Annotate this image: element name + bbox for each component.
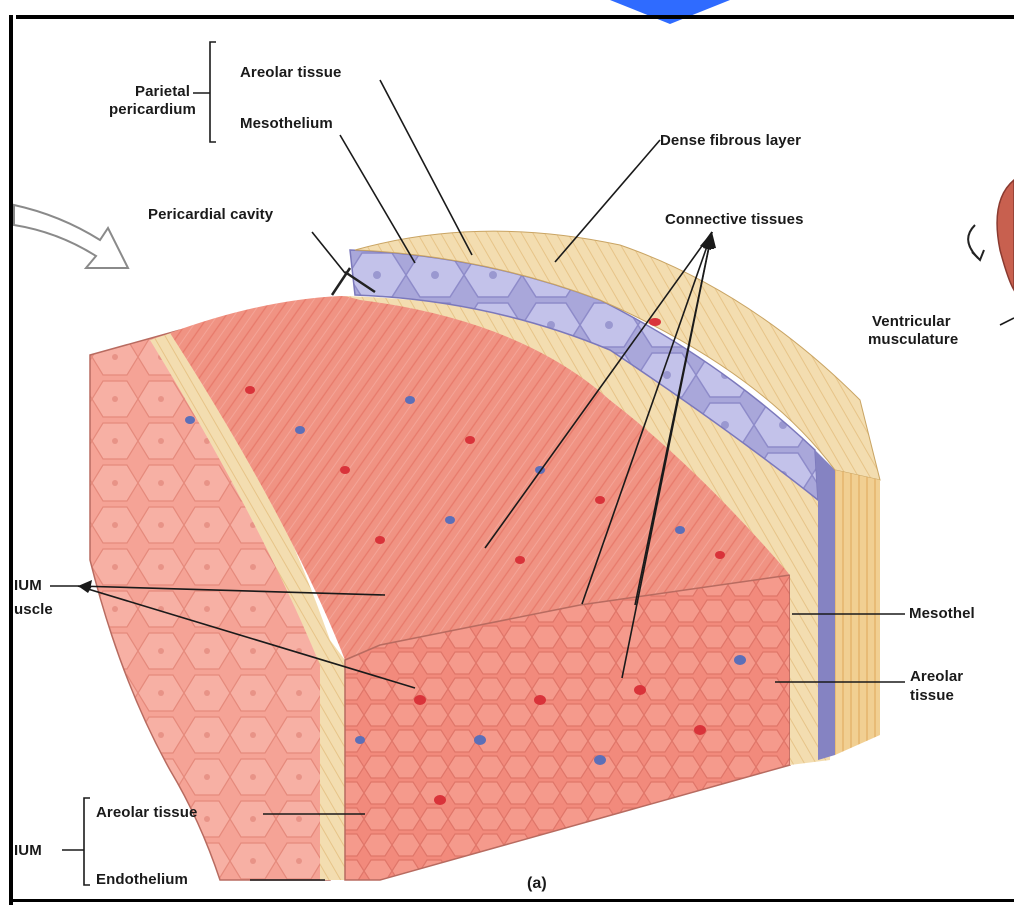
panel-letter-label: (a) [527, 875, 547, 893]
areolar-right-label: Areolar [910, 668, 963, 686]
mesothelium-top-label: Mesothelium [240, 115, 333, 133]
uscle-left-label: uscle [14, 601, 53, 619]
areolar-tissue-bottom-label: Areolar tissue [96, 804, 197, 822]
ventricular-label: Ventricular [872, 313, 951, 331]
areolar-tissue-top-label: Areolar tissue [240, 64, 341, 82]
pericardial-cavity-label: Pericardial cavity [148, 206, 273, 224]
tissue-right-label: tissue [910, 687, 954, 705]
dense-fibrous-layer-label: Dense fibrous layer [660, 132, 801, 150]
musculature-label: musculature [868, 331, 958, 349]
connective-tissues-label: Connective tissues [665, 211, 804, 229]
pericardium-label: pericardium [80, 101, 196, 119]
endothelium-label: Endothelium [96, 871, 188, 889]
ium-left-label: IUM [14, 577, 42, 595]
parietal-label: Parietal [104, 83, 190, 101]
mesothel-right-label: Mesothel [909, 605, 975, 623]
ium-bottom-label: IUM [14, 842, 42, 860]
